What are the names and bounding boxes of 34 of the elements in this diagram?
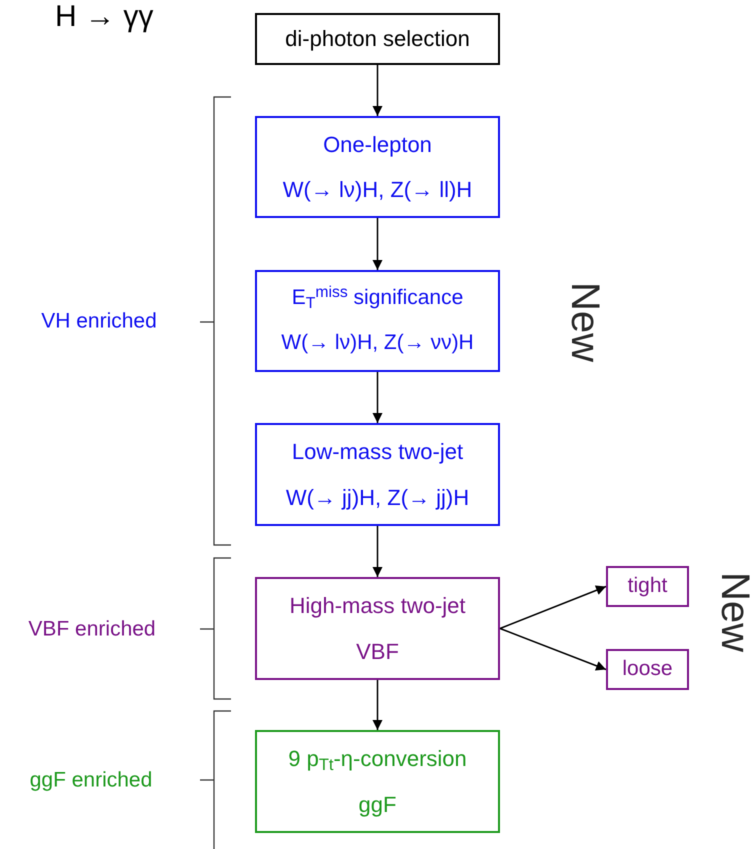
process-box <box>255 577 500 680</box>
arrow <box>372 218 382 270</box>
box-text: One-lepton <box>323 130 432 158</box>
arrow <box>372 526 382 577</box>
group-label: VBF enriched <box>28 618 156 640</box>
process-box <box>255 116 500 218</box>
process-box <box>606 566 689 607</box>
box-text: W(→ jj)H, Z(→ jj)H <box>286 484 470 511</box>
arrow <box>500 586 606 630</box>
annotation: New <box>715 572 755 652</box>
group-label: VH enriched <box>41 310 157 332</box>
arrow <box>500 628 606 671</box>
arrow <box>372 680 382 730</box>
box-text: Low-mass two-jet <box>292 438 464 466</box>
box-text: 9 p$_{Tt}$-η-conversion <box>288 745 467 772</box>
process-box <box>255 730 500 833</box>
process-box <box>255 270 500 372</box>
arrow <box>372 372 382 423</box>
box-text: VBF <box>356 638 399 665</box>
group-label: ggF enriched <box>30 770 152 790</box>
process-box <box>606 649 689 690</box>
box-text: E$_{T}$$^{miss}$ significance <box>292 285 464 312</box>
arrow <box>372 65 382 116</box>
title: H → γγ <box>55 0 154 34</box>
box-text: di-photon selection <box>285 25 470 53</box>
process-box <box>255 13 500 65</box>
box-text: tight <box>628 573 668 600</box>
box-text: ggF <box>358 790 396 818</box>
box-text: High-mass two-jet <box>289 592 466 620</box>
box-text: W(→ lν)H, Z(→ νν)H <box>281 330 474 356</box>
annotation: New <box>565 282 605 362</box>
box-text: loose <box>622 656 673 682</box>
process-box <box>255 423 500 526</box>
box-text: W(→ lν)H, Z(→ ll)H <box>282 176 472 204</box>
